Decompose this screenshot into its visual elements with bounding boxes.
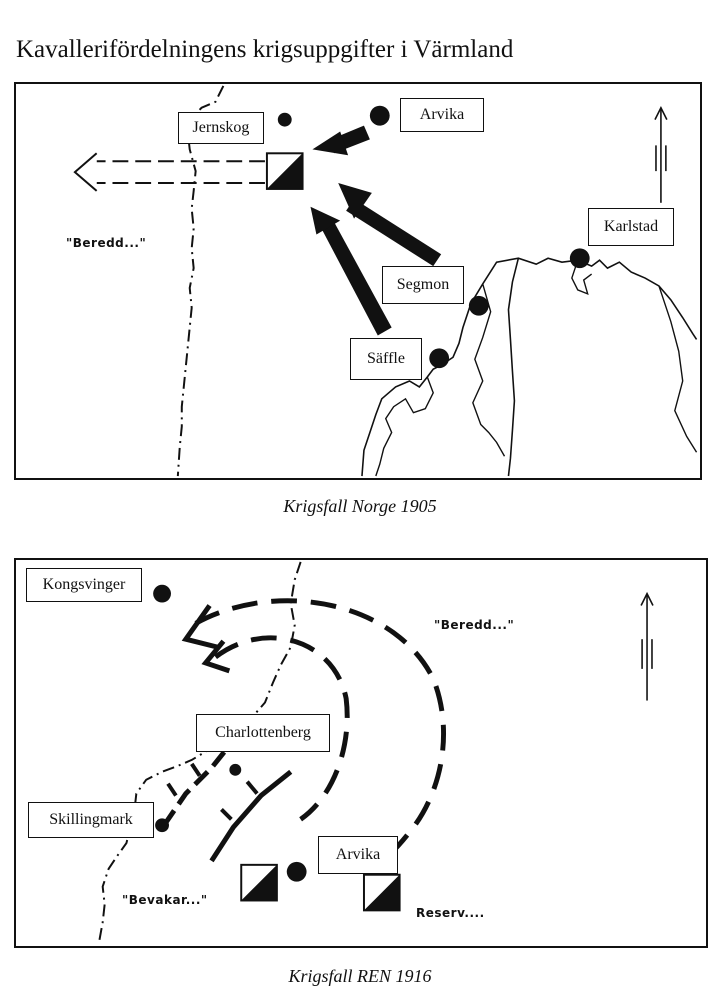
shore-south	[375, 376, 434, 477]
east-shore	[658, 285, 698, 453]
town-dot-skillingmark	[155, 818, 169, 833]
arrow-saffle	[310, 206, 392, 336]
arc-arrowhead-inner	[201, 639, 231, 674]
town-dot-jernskog	[277, 112, 292, 127]
border-line	[176, 85, 225, 477]
shore-east	[507, 258, 520, 477]
town-dot-karlstad	[569, 248, 590, 269]
town-dot-arvika	[369, 105, 390, 126]
town-dot-kongsvinger	[153, 584, 171, 603]
map-1905-drawing	[73, 85, 698, 477]
border-line	[97, 561, 302, 945]
place-label-charlottenberg: Charlottenberg	[196, 714, 330, 752]
dashed-arrow-west	[96, 160, 265, 184]
lake-shore	[361, 257, 698, 477]
place-label-skillingmark: Skillingmark	[28, 802, 154, 838]
inner-arc	[214, 635, 350, 822]
north-arrow	[640, 591, 654, 701]
defense-line-2	[209, 769, 293, 863]
note-bevakar: "Bevakar..."	[122, 893, 208, 907]
town-dot-saffle	[429, 348, 450, 369]
outer-arc	[194, 598, 446, 875]
note-beredd: "Beredd..."	[434, 618, 515, 632]
map-1916-caption: Krigsfall REN 1916	[288, 966, 432, 986]
town-dot-charlottenberg	[229, 763, 242, 776]
map-1916-drawing	[97, 561, 654, 945]
map-1905-caption: Krigsfall Norge 1905	[283, 496, 437, 516]
arrow-segmon	[338, 182, 442, 267]
place-label-arvika: Arvika	[318, 836, 398, 874]
place-label-kongsvinger: Kongsvinger	[26, 568, 142, 602]
shore-bays	[472, 283, 506, 457]
place-label-saffle: Säffle	[350, 338, 422, 380]
place-label-jernskog: Jernskog	[178, 112, 264, 144]
town-dot-segmon	[468, 295, 489, 316]
arc-arrowhead-outer	[181, 604, 219, 650]
note-beredd: "Beredd..."	[66, 236, 147, 250]
place-label-segmon: Segmon	[382, 266, 464, 304]
place-label-arvika: Arvika	[400, 98, 484, 132]
defense-line-1	[162, 746, 230, 827]
north-arrow	[654, 105, 668, 203]
arrow-arvika	[312, 125, 370, 156]
place-label-karlstad: Karlstad	[588, 208, 674, 246]
note-reserv: Reserv....	[416, 906, 485, 920]
town-dot-arvika	[286, 861, 307, 882]
page-title: Kavallerifördelningens krigsuppgifter i …	[16, 36, 514, 63]
map-1905: Jernskog Arvika Karlstad Segmon Säffle "…	[14, 82, 702, 480]
karlstad-inlet	[571, 259, 593, 296]
map-1916: Kongsvinger Charlottenberg Skillingmark …	[14, 558, 708, 948]
